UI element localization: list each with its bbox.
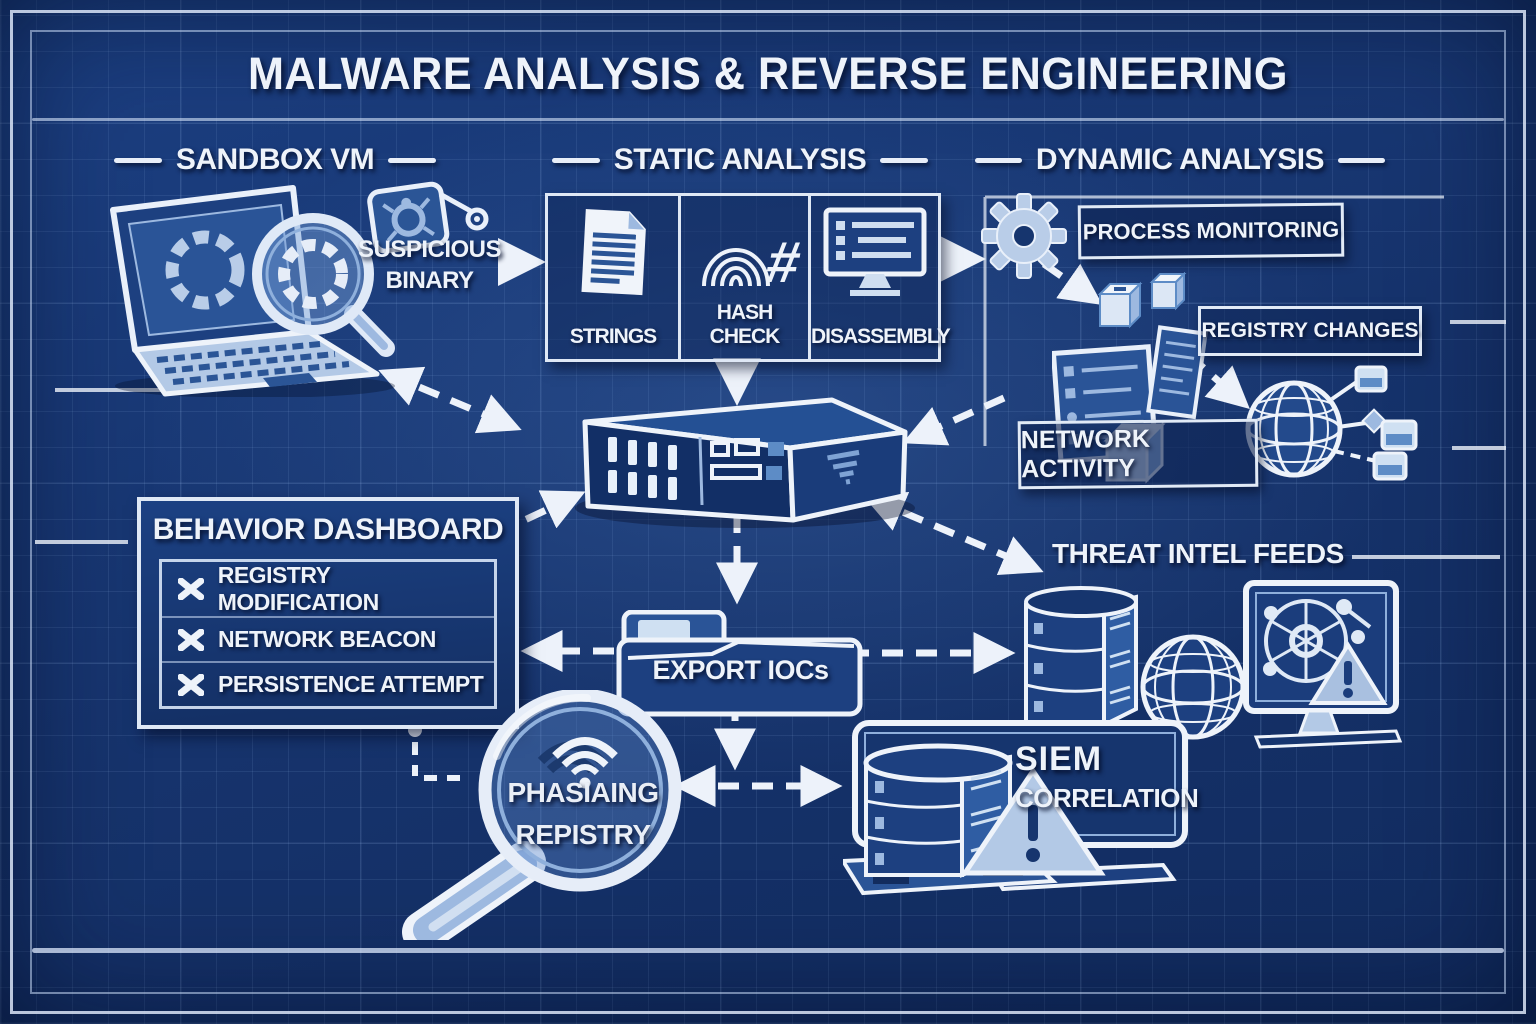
magnifier-small-icon <box>252 213 395 357</box>
svg-text:#: # <box>761 230 805 295</box>
registry-changes-label: REGISTRY CHANGES <box>1201 319 1419 342</box>
registry-modification-label: REGISTRY MODIFICATION <box>217 562 379 615</box>
siem-correlation-label: SIEM CORRELATION <box>1015 740 1200 814</box>
network-nodes <box>1354 365 1418 481</box>
strings-label: STRINGS <box>569 325 657 348</box>
suspicious-binary-line2: BINARY <box>385 267 474 294</box>
dash-line <box>113 157 162 163</box>
dash-line <box>975 157 1022 163</box>
page-title: MALWARE ANALYSIS & REVERSE ENGINEERING <box>247 48 1289 99</box>
persistence-attempt-label: PERSISTENCE ATTEMPT <box>218 671 484 697</box>
magnifier-line1: PHASIAING <box>507 777 659 808</box>
threat-intel-icons <box>1008 580 1403 750</box>
wifi-icon <box>537 737 618 789</box>
process-monitoring-label: PROCESS MONITORING <box>1082 216 1340 245</box>
dash-line <box>551 157 600 163</box>
suspicious-binary-icon <box>367 181 489 254</box>
behavior-dashboard-panel: BEHAVIOR DASHBOARD REGISTRY MODIFICATION… <box>137 497 519 729</box>
hash-check-label: HASH CHECK <box>709 301 781 348</box>
document-icon <box>548 204 678 304</box>
bottom-rule <box>32 948 1504 953</box>
behavior-dashboard-title: BEHAVIOR DASHBOARD <box>152 513 504 546</box>
list-item: REGISTRY MODIFICATION <box>162 562 494 616</box>
suspicious-binary-label: SUSPICIOUS BINARY <box>352 234 507 296</box>
warning-triangle-icon <box>960 766 1106 876</box>
network-beacon-label: NETWORK BEACON <box>218 626 436 652</box>
analysis-appliance-icon <box>575 397 915 528</box>
shield-logo-icon <box>827 449 860 485</box>
disassembly-label: DISASSEMBLY <box>811 325 951 348</box>
solid-arrows <box>498 235 986 406</box>
static-analysis-panel: STRINGS # HASH CHECK <box>545 193 951 362</box>
static-cell-strings: STRINGS <box>548 196 678 359</box>
dynamic-header-label: DYNAMIC ANALYSIS <box>1035 143 1325 176</box>
dash-line <box>1338 157 1385 163</box>
arrow-sandbox-appliance <box>378 366 522 434</box>
magnifier-line2: REPISTRY <box>515 819 652 850</box>
globe-network-icon <box>1245 365 1418 481</box>
x-mark-icon <box>178 673 204 696</box>
siem-monitor-icon <box>843 720 1188 896</box>
registry-box-1 <box>1097 281 1143 329</box>
registry-changes-box: REGISTRY CHANGES <box>1198 306 1422 356</box>
ports <box>710 438 762 480</box>
dash-line <box>388 157 437 163</box>
dash-line <box>880 157 929 163</box>
network-activity-box: NETWORK ACTIVITY <box>1017 418 1259 490</box>
arrow-appliance-threatintel <box>862 492 1044 575</box>
disassembly-monitor-icon <box>811 204 938 304</box>
suspicious-binary-line1: SUSPICIOUS <box>357 236 502 263</box>
radar-monitor-icon <box>1243 580 1403 749</box>
gear-icon <box>981 193 1067 279</box>
loading-ring-icon <box>165 230 245 310</box>
behavior-dashboard-list: REGISTRY MODIFICATION NETWORK BEACON PER… <box>159 559 497 709</box>
x-mark-icon <box>178 628 204 651</box>
title-rule <box>32 118 1504 121</box>
list-item: NETWORK BEACON <box>162 616 494 661</box>
vent-bars <box>608 437 677 500</box>
header-dynamic-analysis: DYNAMIC ANALYSIS <box>975 143 1385 177</box>
sandbox-header-label: SANDBOX VM <box>175 143 375 176</box>
export-iocs-folder-icon <box>616 610 863 717</box>
registry-box-2 <box>1149 272 1187 311</box>
arrow-dynamic-to-appliance <box>902 394 1006 446</box>
fingerprint-hash-icon: # <box>681 204 808 304</box>
header-sandbox-vm: SANDBOX VM <box>105 143 445 177</box>
threat-intel-feeds-header: THREAT INTEL FEEDS <box>1052 538 1362 570</box>
network-activity-label: NETWORK ACTIVITY <box>1020 424 1151 484</box>
siem-line1: SIEM <box>1015 740 1103 778</box>
keyboard-keys <box>156 341 350 385</box>
warning-triangle-icon <box>1308 641 1388 705</box>
decorative-lines <box>35 320 1506 559</box>
static-cell-disassembly: DISASSEMBLY <box>808 196 951 359</box>
static-header-label: STATIC ANALYSIS <box>613 143 867 176</box>
export-iocs-text: EXPORT IOCs <box>652 655 829 685</box>
threat-intel-feeds-label: THREAT INTEL FEEDS <box>1052 538 1344 569</box>
list-item: PERSISTENCE ATTEMPT <box>162 661 494 706</box>
export-iocs-label: EXPORT IOCs <box>648 655 833 686</box>
magnifier-lens-icon <box>402 690 682 940</box>
siem-line2: CORRELATION <box>1015 783 1199 813</box>
header-static-analysis: STATIC ANALYSIS <box>530 143 950 177</box>
globe-icon <box>1245 380 1343 478</box>
sandbox-laptop-icon <box>110 185 395 397</box>
arrow-gear-to-registry <box>1041 261 1103 306</box>
registry-doc <box>1146 325 1208 420</box>
siem-server-icon <box>863 743 1013 878</box>
static-cell-hash: # HASH CHECK <box>678 196 808 359</box>
magnifier-text: PHASIAING REPISTRY <box>490 772 676 856</box>
node-links <box>1330 379 1377 463</box>
x-mark-icon <box>178 578 204 600</box>
dashboard-magnifier-connector <box>412 742 468 781</box>
process-monitoring-box: PROCESS MONITORING <box>1077 202 1345 260</box>
